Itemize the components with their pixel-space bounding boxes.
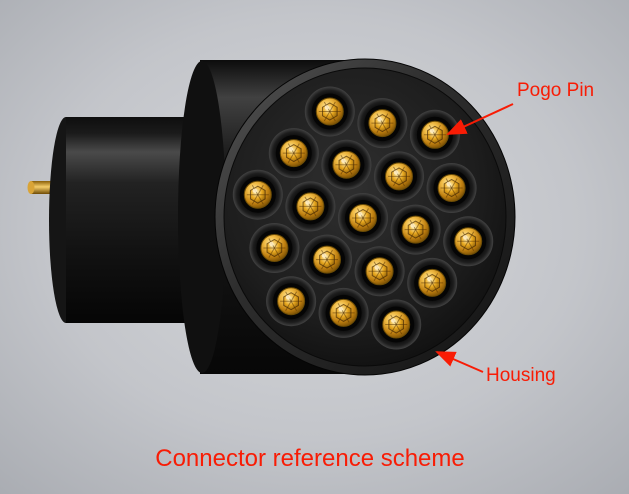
pogo-pin-arrow <box>446 103 514 135</box>
pogo-pin <box>374 151 424 202</box>
pin-array <box>232 86 494 350</box>
pogo-pin <box>426 163 477 213</box>
connector-face <box>214 58 516 376</box>
pogo-pin <box>302 234 352 285</box>
pogo-pin <box>304 86 355 137</box>
pogo-pin <box>338 193 388 243</box>
pogo-pin <box>409 109 460 160</box>
housing-arrow <box>435 351 484 373</box>
pogo-pin <box>232 169 283 220</box>
pogo-pin <box>443 216 494 267</box>
pogo-pin <box>318 287 369 338</box>
pogo-pin <box>357 98 408 149</box>
pogo-pin <box>371 299 422 350</box>
pogo-pin <box>321 139 372 190</box>
pogo-pin <box>390 204 441 255</box>
annotation-arrows <box>435 103 514 373</box>
pogo-pin <box>268 128 319 179</box>
pogo-pin <box>249 223 300 273</box>
pogo-pin <box>266 276 317 327</box>
caption: Connector reference scheme <box>155 445 465 472</box>
pogo-pin <box>285 181 336 232</box>
pogo-pin <box>354 246 405 297</box>
housing-label: Housing <box>486 365 556 386</box>
pogo-pin-label: Pogo Pin <box>517 80 595 101</box>
pogo-pin <box>407 257 458 308</box>
